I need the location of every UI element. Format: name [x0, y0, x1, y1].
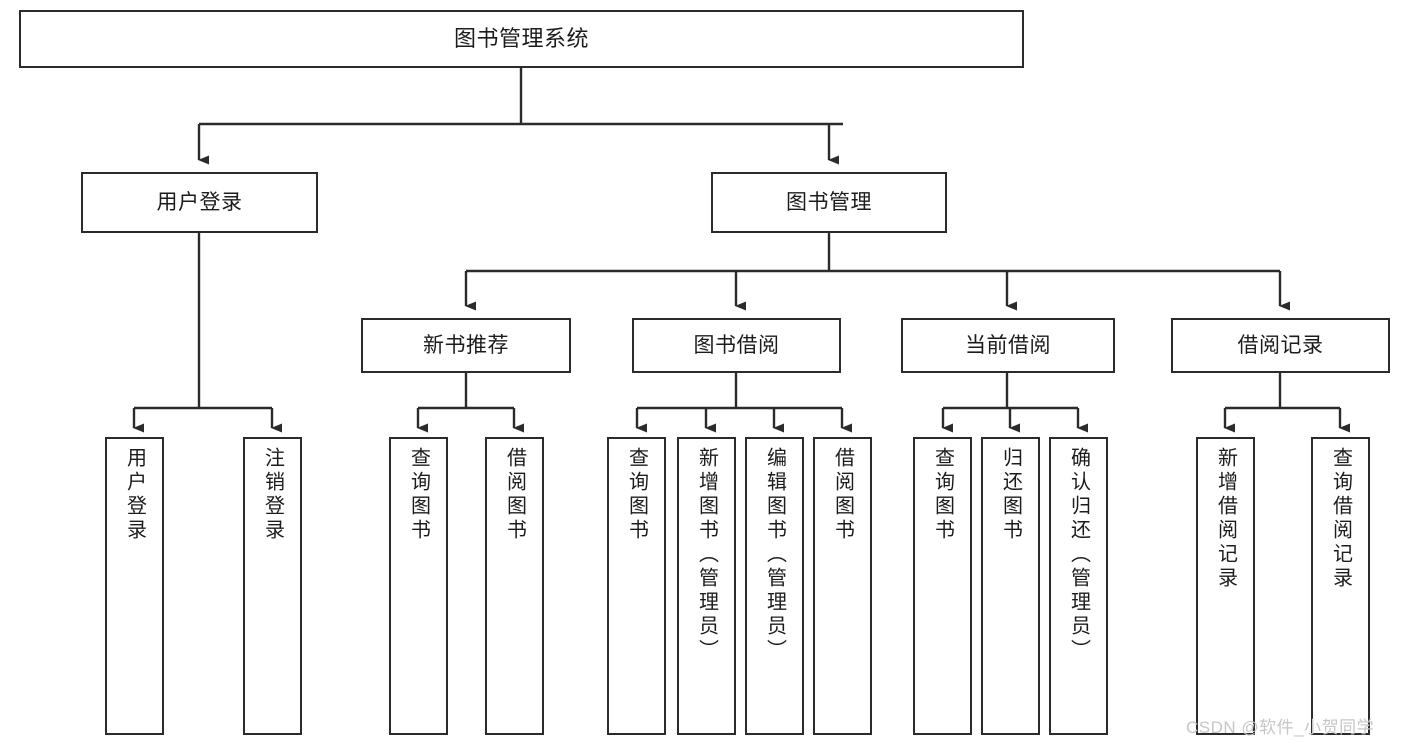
node-leaf-query-book-borrow[interactable]: 查询图书 [607, 437, 666, 735]
node-leaf-query-book-recommend[interactable]: 查询图书 [389, 437, 448, 735]
node-leaf-query-record[interactable]: 查询借阅记录 [1311, 437, 1370, 735]
node-label: 借阅记录 [1237, 333, 1324, 357]
node-borrow-records[interactable]: 借阅记录 [1171, 318, 1390, 373]
node-label: 查询借阅记录 [1329, 447, 1352, 591]
node-label: 图书管理系统 [453, 26, 589, 51]
node-label: 新增借阅记录 [1214, 447, 1237, 591]
node-label: 查询图书 [407, 447, 430, 543]
node-book-management[interactable]: 图书管理 [711, 172, 947, 233]
node-label: 归还图书 [999, 447, 1022, 543]
node-leaf-edit-book[interactable]: 编辑图书（管理员） [745, 437, 804, 735]
node-label: 新书推荐 [423, 333, 509, 357]
node-label: 用户登录 [123, 447, 146, 543]
node-leaf-add-book[interactable]: 新增图书（管理员） [677, 437, 736, 735]
node-root-system[interactable]: 图书管理系统 [19, 10, 1024, 68]
node-new-book-recommend[interactable]: 新书推荐 [361, 318, 571, 373]
node-label: 当前借阅 [965, 333, 1051, 357]
node-label: 编辑图书（管理员） [763, 447, 786, 663]
csdn-watermark: CSDN @软件_小贺同学 [1186, 718, 1375, 737]
node-leaf-logout[interactable]: 注销登录 [243, 437, 302, 735]
node-leaf-borrow-book[interactable]: 借阅图书 [813, 437, 872, 735]
node-user-login[interactable]: 用户登录 [81, 172, 318, 233]
node-leaf-user-login[interactable]: 用户登录 [105, 437, 164, 735]
node-label: 用户登录 [156, 190, 243, 214]
node-book-borrow[interactable]: 图书借阅 [632, 318, 841, 373]
node-label: 新增图书（管理员） [695, 447, 718, 663]
node-leaf-confirm-return[interactable]: 确认归还（管理员） [1049, 437, 1108, 735]
node-label: 查询图书 [931, 447, 954, 543]
node-label: 图书管理 [786, 190, 872, 214]
node-leaf-return-book[interactable]: 归还图书 [981, 437, 1040, 735]
node-label: 注销登录 [261, 447, 284, 543]
node-leaf-add-record[interactable]: 新增借阅记录 [1196, 437, 1255, 735]
node-leaf-query-book-current[interactable]: 查询图书 [913, 437, 972, 735]
node-label: 查询图书 [625, 447, 648, 543]
node-label: 借阅图书 [831, 447, 854, 543]
node-current-borrow[interactable]: 当前借阅 [901, 318, 1115, 373]
node-leaf-borrow-book-recommend[interactable]: 借阅图书 [485, 437, 544, 735]
node-label: 确认归还（管理员） [1067, 447, 1090, 663]
node-label: 图书借阅 [693, 333, 780, 357]
node-label: 借阅图书 [503, 447, 526, 543]
